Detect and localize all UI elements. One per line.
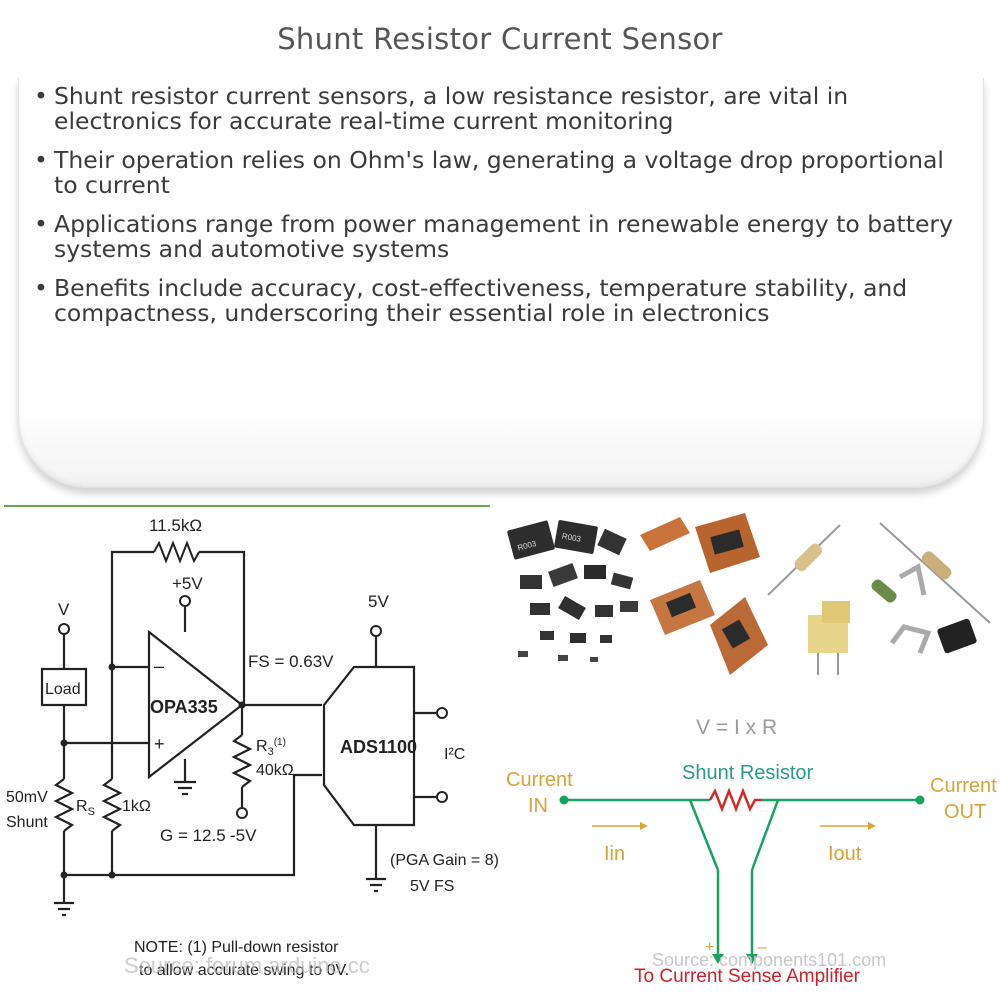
i2c-label: I²C [444, 746, 465, 763]
current-in-label-2: IN [528, 795, 548, 817]
shunt-label: Shunt [6, 814, 48, 831]
v-label: V [58, 600, 70, 619]
bullet-item: Benefits include accuracy, cost-effectiv… [30, 276, 970, 326]
ohms-law-formula: V = I x R [696, 716, 777, 739]
load-label: Load [45, 681, 81, 698]
source-watermark: Source: forum.arduino.cc [124, 953, 370, 978]
full-scale-5v-label: 5V FS [410, 878, 454, 895]
current-out-label-1: Current [930, 775, 997, 797]
chip-mark: R003 [561, 532, 582, 544]
amplifier-label: To Current Sense Amplifier [634, 966, 861, 987]
shunt-resistor-label: Shunt Resistor [682, 762, 814, 784]
supply-positive-label: +5V [172, 574, 203, 593]
source-watermark: Source: components101.com [652, 950, 886, 970]
bullet-item: Shunt resistor current sensors, a low re… [30, 84, 970, 134]
note-line-1: NOTE: (1) Pull-down resistor [134, 939, 339, 956]
opamp-plus: + [154, 734, 165, 754]
page-title: Shunt Resistor Current Sensor [277, 22, 723, 56]
opamp-minus: – [154, 656, 164, 676]
shunt-current-diagram: V = I x R Shunt Resistor Current IN Curr… [500, 690, 997, 995]
shunt-voltage-label: 50mV [6, 789, 48, 806]
opamp-name: OPA335 [150, 697, 218, 717]
r3-label: R3(1) [256, 737, 286, 758]
feedback-resistor-label: 11.5kΩ [149, 516, 202, 535]
circuit-svg: 11.5kΩ +5V V Load – + OPA335 FS = 0.63V … [6, 516, 499, 979]
rs-label: RS [76, 798, 95, 818]
adc-supply-label: 5V [368, 592, 389, 611]
current-out-label-2: OUT [944, 801, 986, 823]
iin-label: Iin [604, 843, 625, 865]
minus-sign: – [758, 939, 767, 956]
plus-sign: + [705, 939, 714, 956]
supply-negative-label: -5V [230, 826, 257, 845]
bullet-list: Shunt resistor current sensors, a low re… [30, 84, 970, 340]
adc-name: ADS1100 [340, 737, 417, 757]
note-line-2: to allow accurate swing to 0V. [139, 962, 349, 979]
r3-value: 40kΩ [256, 762, 294, 779]
iout-label: Iout [828, 843, 862, 865]
bullet-item: Their operation relies on Ohm's law, gen… [30, 148, 970, 198]
shunt-components-photo: R003 R003 [500, 505, 996, 685]
pga-gain-label: (PGA Gain = 8) [390, 852, 499, 869]
r1k-label: 1kΩ [122, 798, 151, 815]
circuit-schematic: 11.5kΩ +5V V Load – + OPA335 FS = 0.63V … [4, 505, 499, 995]
gain-label: G = 12.5 [160, 826, 226, 845]
bullet-item: Applications range from power management… [30, 212, 970, 262]
shunt-diagram-svg: V = I x R Shunt Resistor Current IN Curr… [506, 716, 997, 987]
components-illustration: R003 R003 [507, 513, 991, 675]
current-in-label-1: Current [506, 769, 573, 791]
full-scale-label: FS = 0.63V [248, 652, 334, 671]
